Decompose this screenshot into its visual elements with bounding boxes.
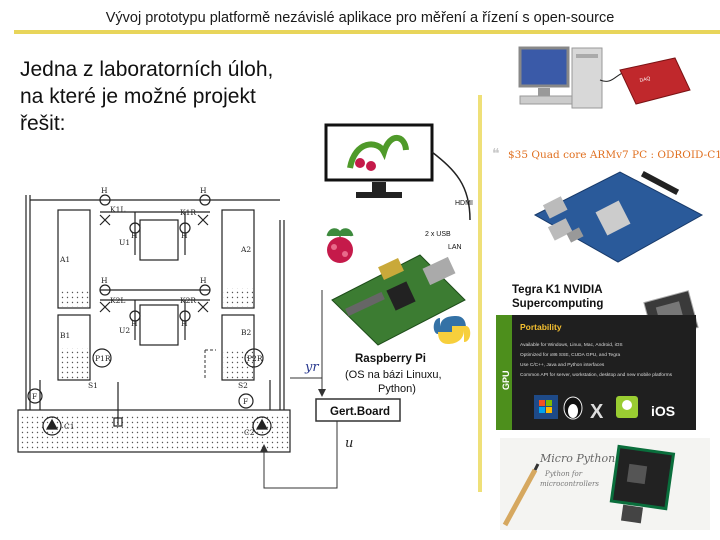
portability-item: Available for Windows, Linux, Mac, Andro…: [520, 342, 623, 348]
svg-text:F: F: [243, 397, 248, 406]
monitor-icon: [326, 125, 432, 198]
svg-text:K1L: K1L: [110, 205, 125, 214]
portability-title: Portability: [520, 322, 562, 332]
svg-text:B2: B2: [241, 328, 252, 337]
micropython-text-3: microcontrollers: [540, 480, 599, 488]
svg-text:F: F: [32, 392, 37, 401]
lan-label: LAN: [448, 244, 462, 251]
svg-text:H: H: [200, 186, 207, 195]
svg-text:C1: C1: [64, 422, 75, 431]
svg-text:U2: U2: [119, 326, 130, 335]
ios-icon: iOS: [651, 403, 675, 419]
rpi-subtitle-2: Python): [378, 383, 416, 395]
diagram-labels: H H H H H H H H K1L K1R K2L K2R U1 U2 A1…: [32, 186, 263, 437]
tegra-title-1: Tegra K1 NVIDIA: [512, 284, 603, 296]
raspberry-pi-logo-icon: [327, 230, 353, 263]
svg-text:K2L: K2L: [110, 296, 125, 305]
rpi-title: Raspberry Pi: [355, 353, 426, 365]
odroid-board-image: [535, 171, 702, 262]
svg-text:H: H: [131, 231, 138, 240]
svg-text:A2: A2: [240, 245, 251, 254]
pc-with-daq-image: DAQ: [520, 48, 690, 108]
portability-item: Optimized for x86 SSE, CUDA GPU, and Teg…: [520, 352, 620, 358]
svg-text:H: H: [181, 231, 188, 240]
svg-text:C2: C2: [244, 428, 255, 437]
micropython-text-1: Micro Python: [539, 452, 615, 465]
tegra-title-2: Supercomputing: [512, 298, 603, 310]
hdmi-label: HDMI: [455, 200, 473, 207]
svg-text:H: H: [101, 276, 108, 285]
svg-text:P1R: P1R: [95, 354, 111, 363]
svg-text:H: H: [181, 319, 188, 328]
gertboard-label: Gert.Board: [330, 406, 390, 418]
rpi-subtitle-1: (OS na bázi Linuxu,: [345, 369, 442, 381]
portability-item: Common API for server, workstation, desk…: [520, 372, 673, 378]
micropython-image: Micro Python Python for microcontrollers: [500, 438, 710, 530]
svg-text:A1: A1: [59, 255, 70, 264]
svg-text:S2: S2: [238, 381, 248, 390]
svg-text:B1: B1: [60, 331, 70, 340]
yr-label: yr: [304, 360, 319, 375]
svg-text:K2R: K2R: [180, 296, 196, 305]
gpu-label: GPU: [501, 370, 511, 390]
svg-text:S1: S1: [88, 381, 98, 390]
python-logo-icon: [434, 316, 471, 344]
svg-text:K1R: K1R: [180, 208, 196, 217]
hydraulic-diagram: [18, 195, 290, 452]
signal-lines: [205, 290, 337, 488]
portability-panel: GPU Portability Available for Windows, L…: [496, 315, 696, 430]
svg-text:H: H: [200, 276, 207, 285]
odroid-caption: $35 Quad core ARMv7 PC : ODROID-C1: [508, 149, 720, 161]
svg-text:H: H: [101, 186, 108, 195]
svg-text:U1: U1: [119, 238, 130, 247]
x-icon: X: [590, 401, 604, 423]
quote-mark: ❝: [492, 146, 500, 162]
micropython-text-2: Python for: [544, 470, 583, 478]
portability-item: Use C/C++, Java and Python interfaces: [520, 362, 605, 368]
u-label: u: [345, 436, 353, 451]
usb-label: 2 x USB: [425, 231, 451, 238]
svg-text:P2R: P2R: [247, 354, 263, 363]
svg-text:H: H: [131, 319, 138, 328]
hdmi-cable: [432, 152, 470, 220]
